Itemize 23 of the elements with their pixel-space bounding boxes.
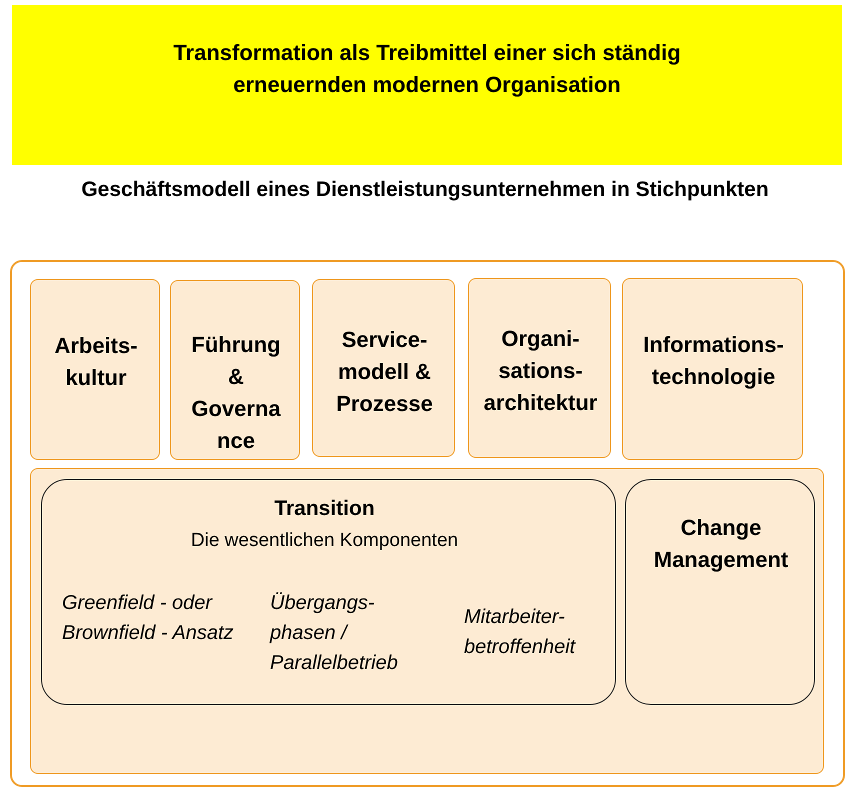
box-label: Change Management <box>652 514 790 574</box>
topic-box <box>625 479 815 705</box>
box-label: Informations- technologie <box>642 331 785 391</box>
banner-text: Transformation als Treibmittel einer sich ständig erneuernden modernen Organisation <box>172 39 682 99</box>
title-banner <box>12 5 842 165</box>
topic-box <box>468 278 611 458</box>
group-panel <box>10 260 845 787</box>
component-panel <box>41 479 616 705</box>
panel-subheading: Die wesentlichen Komponenten <box>190 529 460 553</box>
box-label: Führung & Governa nce <box>190 331 282 455</box>
box-label: Arbeits- kultur <box>53 332 139 392</box>
component-text: Greenfield - oder Brownfield - Ansatz <box>62 591 235 646</box>
topic-box <box>622 278 803 460</box>
subtitle-heading: Geschäftsmodell eines Dienstleistungsunternehmen in Stichpunkten <box>80 177 770 203</box>
box-label: Service- modell & Prozesse <box>335 326 434 418</box>
component-text: Mitarbeiter- betroffenheit <box>464 605 577 660</box>
panel-heading: Transition <box>273 496 376 522</box>
group-panel <box>30 468 824 774</box>
topic-box <box>30 279 160 460</box>
topic-box <box>170 280 300 460</box>
box-label: Organi- sations- architektur <box>482 325 598 417</box>
component-text: Übergangs- phasen / Parallelbetrieb <box>270 591 399 676</box>
topic-box <box>312 279 455 457</box>
